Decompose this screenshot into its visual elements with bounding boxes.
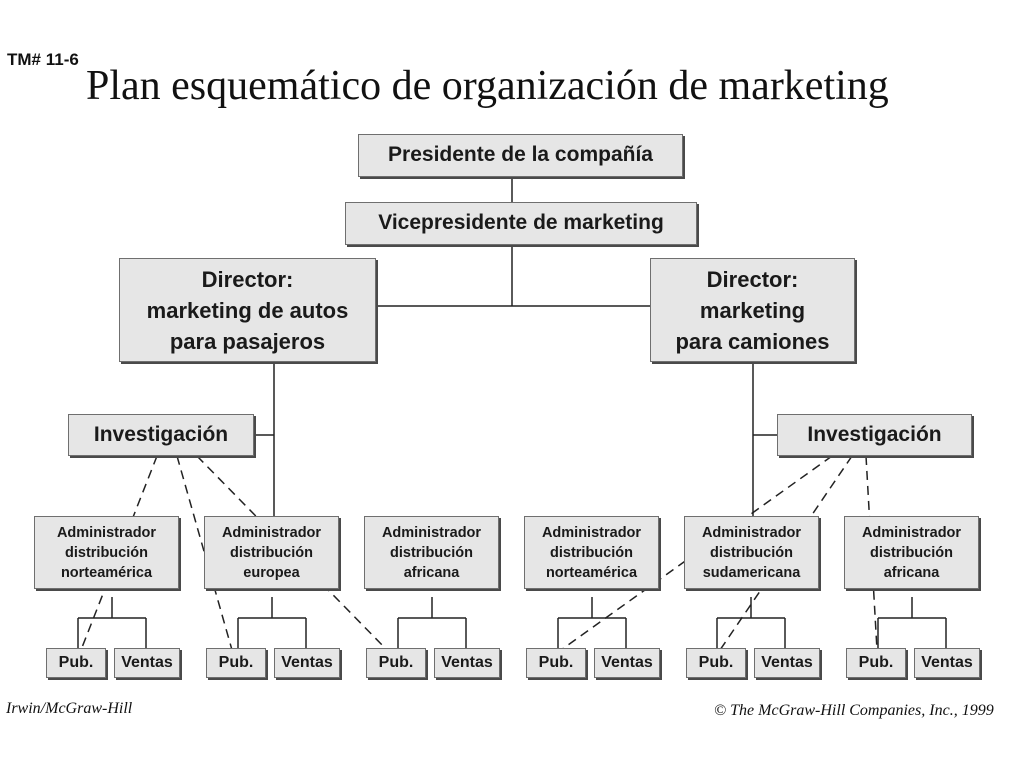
manager-role: distribución: [65, 544, 148, 561]
pub-box: Pub.: [686, 648, 746, 678]
pub-box: Pub.: [526, 648, 586, 678]
research-right-box: Investigación: [777, 414, 972, 456]
research-left-box: Investigación: [68, 414, 254, 456]
sales-box: Ventas: [594, 648, 660, 678]
manager-role: distribución: [870, 544, 953, 561]
pub-label: Pub.: [698, 654, 734, 671]
director-autos-line-1: Director:: [201, 266, 294, 292]
manager-title: Administrador: [56, 524, 157, 541]
manager-title: Administrador: [541, 524, 642, 541]
director-trucks-line-3: para camiones: [675, 328, 830, 354]
sales-box: Ventas: [754, 648, 820, 678]
manager-box-africa-trucks: Administrador distribución africana: [844, 516, 979, 589]
director-trucks-line-2: marketing: [699, 297, 806, 323]
pub-label: Pub.: [538, 654, 574, 671]
manager-region: europea: [243, 564, 300, 581]
manager-role: distribución: [710, 544, 793, 561]
pub-label: Pub.: [378, 654, 414, 671]
manager-region: africana: [883, 564, 940, 581]
manager-region: norteamérica: [545, 564, 638, 581]
slide-title: Plan esquemático de organización de mark…: [86, 63, 889, 109]
manager-region: norteamérica: [60, 564, 153, 581]
vp-marketing-label: Vicepresidente de marketing: [378, 211, 664, 235]
president-box: Presidente de la compañía: [358, 134, 683, 177]
copyright-footer: © The McGraw-Hill Companies, Inc., 1999: [714, 702, 994, 719]
pub-box: Pub.: [366, 648, 426, 678]
vp-marketing-box: Vicepresidente de marketing: [345, 202, 697, 245]
sales-box: Ventas: [114, 648, 180, 678]
manager-region: sudamericana: [702, 564, 801, 581]
director-autos-box: Director: marketing de autos para pasaje…: [119, 258, 376, 362]
director-autos-line-3: para pasajeros: [169, 328, 326, 354]
manager-title: Administrador: [221, 524, 322, 541]
pub-label: Pub.: [58, 654, 94, 671]
sales-box: Ventas: [434, 648, 500, 678]
manager-box-north-america-trucks: Administrador distribución norteamérica: [524, 516, 659, 589]
research-right-label: Investigación: [807, 422, 942, 446]
manager-title: Administrador: [861, 524, 962, 541]
manager-title: Administrador: [701, 524, 802, 541]
manager-box-africa-autos: Administrador distribución africana: [364, 516, 499, 589]
director-autos-line-2: marketing de autos: [146, 297, 349, 323]
sales-label: Ventas: [281, 654, 333, 671]
pub-box: Pub.: [846, 648, 906, 678]
sales-label: Ventas: [121, 654, 173, 671]
research-left-label: Investigación: [93, 422, 229, 446]
sales-label: Ventas: [601, 654, 653, 671]
director-trucks-line-1: Director:: [706, 266, 799, 292]
publisher-footer: Irwin/McGraw-Hill: [6, 700, 133, 717]
sales-label: Ventas: [921, 654, 973, 671]
manager-box-south-america: Administrador distribución sudamericana: [684, 516, 819, 589]
pub-box: Pub.: [206, 648, 266, 678]
director-trucks-box: Director: marketing para camiones: [650, 258, 855, 362]
pub-label: Pub.: [218, 654, 254, 671]
manager-region: africana: [403, 564, 460, 581]
sales-box: Ventas: [274, 648, 340, 678]
manager-role: distribución: [230, 544, 313, 561]
pub-label: Pub.: [858, 654, 894, 671]
sales-label: Ventas: [441, 654, 493, 671]
solid-connectors: [77, 176, 947, 648]
president-label: Presidente de la compañía: [388, 143, 653, 167]
manager-title: Administrador: [381, 524, 482, 541]
slide-number-label: TM# 11-6: [7, 50, 79, 69]
pub-box: Pub.: [46, 648, 106, 678]
manager-role: distribución: [390, 544, 473, 561]
manager-box-europe: Administrador distribución europea: [204, 516, 339, 589]
sales-box: Ventas: [914, 648, 980, 678]
manager-role: distribución: [550, 544, 633, 561]
manager-box-north-america-autos: Administrador distribución norteamérica: [34, 516, 179, 589]
sales-label: Ventas: [761, 654, 813, 671]
